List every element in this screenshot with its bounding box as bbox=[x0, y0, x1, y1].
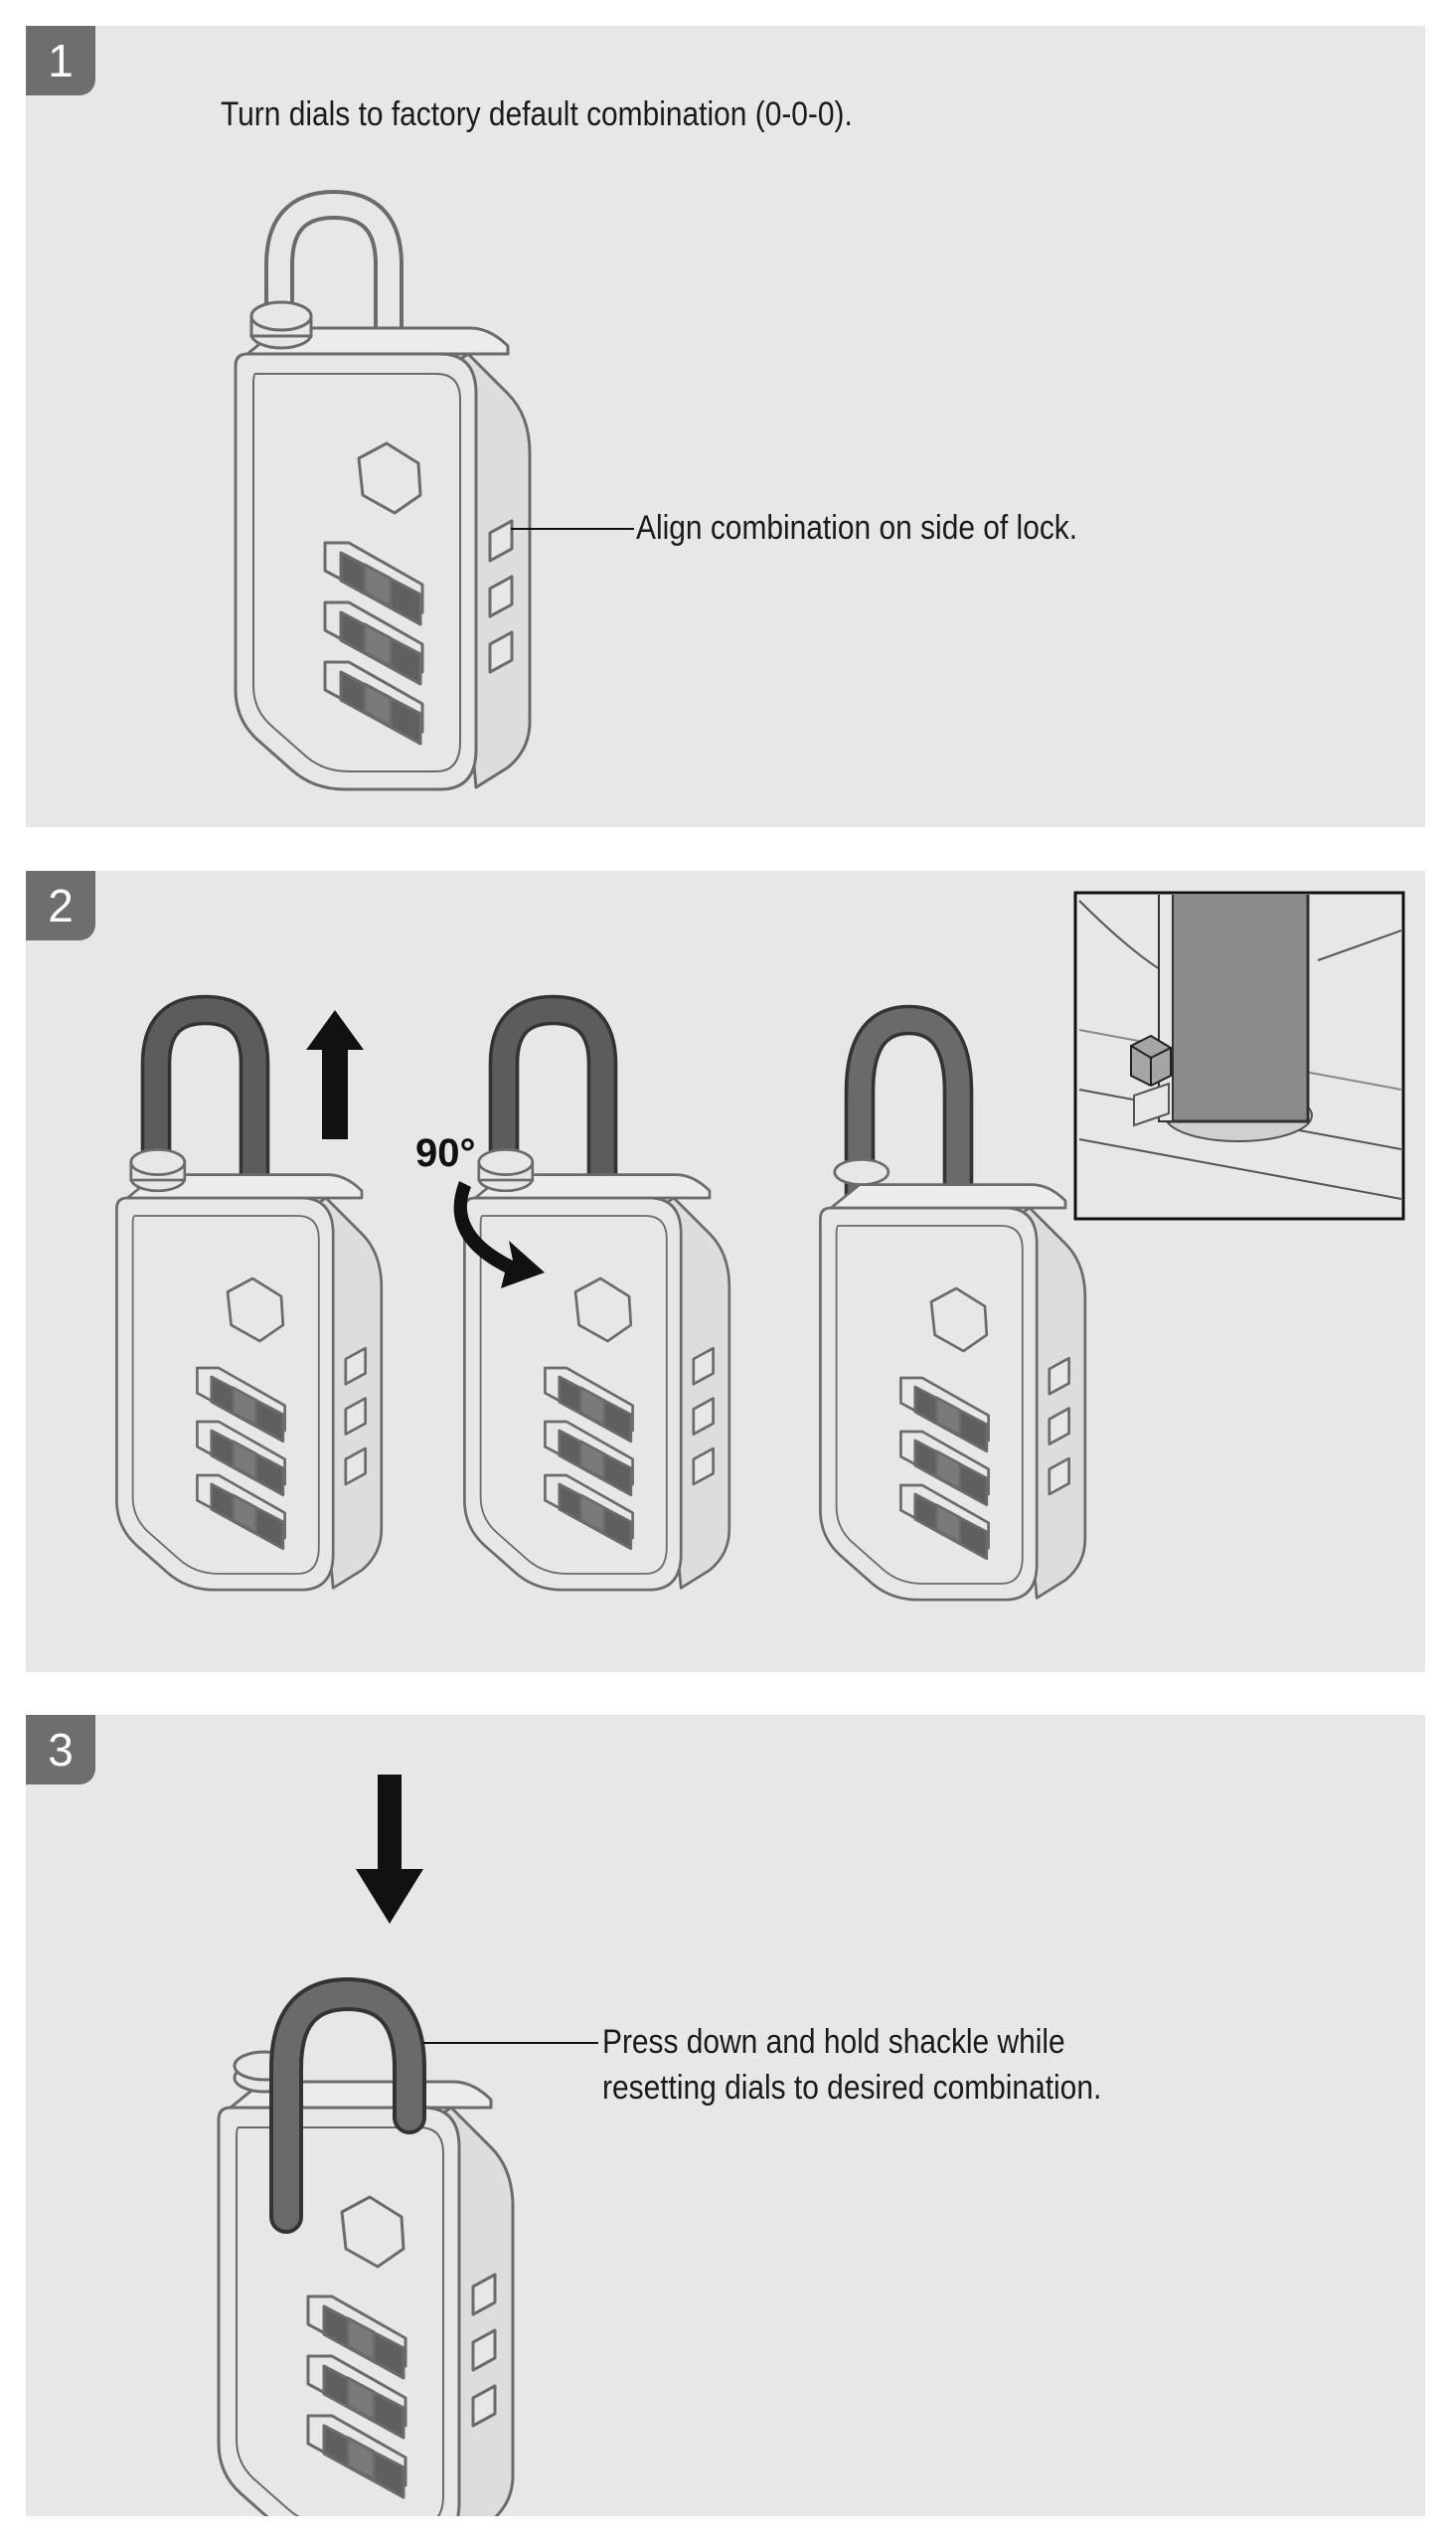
step-3-panel: 3 Press down and hold shackle while rese… bbox=[26, 1715, 1425, 2516]
step-2-illustration: 90° bbox=[115, 891, 1405, 1602]
padlock-step-1 bbox=[234, 189, 532, 791]
arrow-up-icon bbox=[306, 1010, 364, 1139]
rotation-angle-label: 90° bbox=[415, 1131, 476, 1175]
step-3-illustration bbox=[217, 1775, 598, 2516]
step-1-illustration bbox=[234, 189, 634, 791]
step-1-panel: 1 Turn dials to factory default combinat… bbox=[26, 26, 1425, 827]
rotate-arrow-icon bbox=[453, 1181, 545, 1288]
step-1-callout: Align combination on side of lock. bbox=[636, 509, 1078, 547]
padlock-shackle-turned bbox=[819, 1004, 1087, 1602]
step-3-callout-line-1: Press down and hold shackle while bbox=[602, 2023, 1065, 2061]
step-2-panel: 2 90° bbox=[26, 871, 1425, 1672]
step-3-number-badge: 3 bbox=[26, 1715, 95, 1784]
padlock-shackle-rotating bbox=[463, 994, 731, 1592]
detail-zoom-inset bbox=[1073, 891, 1405, 1221]
arrow-down-icon bbox=[356, 1775, 423, 1924]
padlock-shackle-raised bbox=[115, 994, 384, 1592]
step-1-instruction: Turn dials to factory default combinatio… bbox=[221, 95, 853, 133]
step-2-number-badge: 2 bbox=[26, 871, 95, 940]
step-3-callout-line-2: resetting dials to desired combination. bbox=[602, 2069, 1102, 2107]
step-1-number-badge: 1 bbox=[26, 26, 95, 95]
padlock-step-3 bbox=[217, 1976, 515, 2516]
